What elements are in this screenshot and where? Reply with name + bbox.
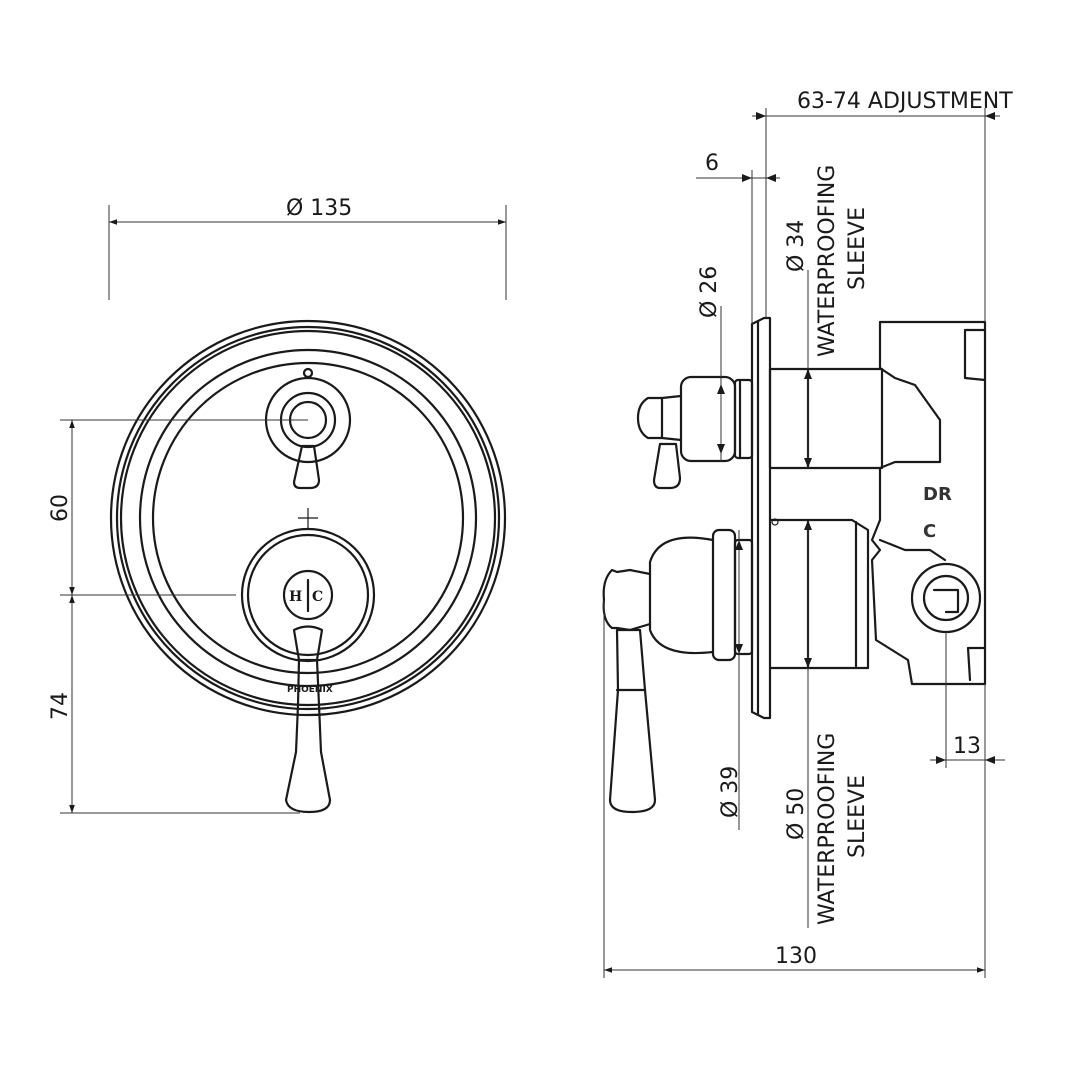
- side-mixer: [602, 528, 754, 814]
- hot-mark: H: [289, 589, 302, 605]
- side-cover-plate: [750, 316, 772, 720]
- small-sleeve-diameter-label: Ø 34: [784, 220, 809, 272]
- port-label-c: C: [923, 521, 936, 542]
- small-sleeve: [768, 367, 884, 470]
- cover-plate-ring-2: [115, 325, 501, 711]
- mixer-lever: [284, 625, 332, 814]
- diverter-knob: [264, 376, 352, 490]
- valve-body: [870, 320, 987, 686]
- mixer-hub: H C: [240, 527, 376, 663]
- small-sleeve-label-2: SLEEVE: [845, 207, 870, 290]
- valve-port-outer: [910, 562, 982, 634]
- plate-diameter-label: Ø 135: [286, 196, 352, 221]
- total-depth-label: 130: [775, 944, 817, 969]
- side-view: DR C 63-74 ADJUSTMENT 6 Ø 26 Ø 34 WATERP…: [602, 89, 1013, 978]
- large-sleeve: [768, 518, 870, 670]
- port-label-dr: DR: [923, 484, 952, 505]
- cover-plate-ring-4: [138, 348, 478, 688]
- cold-mark: C: [312, 589, 323, 605]
- handle-base-diameter-label: Ø 39: [718, 766, 743, 818]
- valve-port-inner: [922, 574, 970, 622]
- brand-mark: PHOENIX: [287, 685, 333, 695]
- port-offset-label: 13: [953, 734, 981, 759]
- indicator-dot: [302, 367, 314, 379]
- side-diverter: [636, 375, 754, 490]
- cover-plate-ring-3: [119, 329, 497, 707]
- adjustment-label: 63-74 ADJUSTMENT: [797, 89, 1013, 114]
- cover-plate-inner-ring: [151, 361, 465, 675]
- small-sleeve-label-1: WATERPROOFING: [815, 165, 840, 357]
- cover-plate-outer-ring: [109, 319, 507, 717]
- large-sleeve-label-2: SLEEVE: [845, 775, 870, 858]
- large-sleeve-label-1: WATERPROOFING: [815, 733, 840, 925]
- front-view: H C PHOENIX Ø 135 60 74: [48, 196, 507, 814]
- plate-thickness-label: 6: [705, 151, 719, 176]
- diverter-offset-label: 60: [48, 494, 73, 522]
- large-sleeve-diameter-label: Ø 50: [784, 788, 809, 840]
- lever-offset-label: 74: [48, 692, 73, 720]
- diverter-diameter-label: Ø 26: [697, 266, 722, 318]
